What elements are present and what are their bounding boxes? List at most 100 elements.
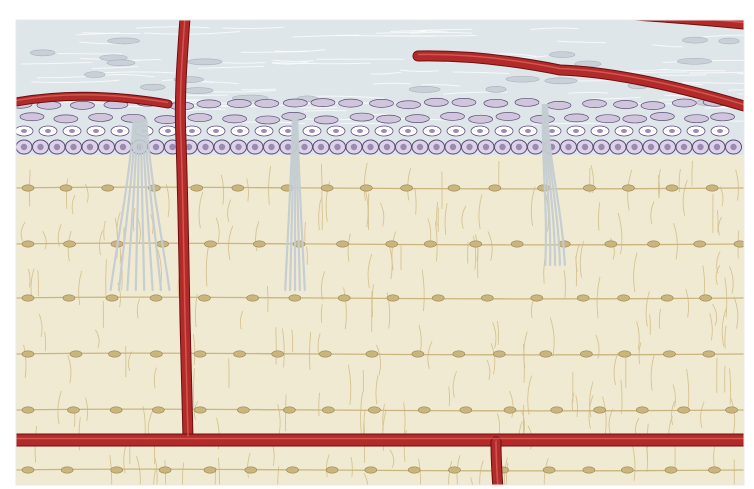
spindle-cell bbox=[237, 407, 249, 413]
flat-cell bbox=[256, 116, 280, 124]
spindle-cell bbox=[22, 351, 34, 357]
cell-nucleus bbox=[237, 129, 243, 133]
spindle-cell bbox=[61, 467, 73, 473]
spindle-cell bbox=[460, 407, 472, 413]
spindle-cell bbox=[194, 351, 206, 357]
cell-nucleus bbox=[21, 129, 27, 133]
spindle-cell bbox=[67, 407, 79, 413]
cell-nucleus bbox=[433, 144, 439, 150]
spindle-cell bbox=[289, 295, 301, 301]
flat-cell bbox=[711, 113, 735, 121]
flat-cell bbox=[283, 99, 307, 107]
spindle-cell bbox=[412, 351, 424, 357]
spindle-cell bbox=[489, 185, 501, 191]
cell-nucleus bbox=[477, 129, 483, 133]
spindle-cell bbox=[152, 407, 164, 413]
cell-nucleus bbox=[70, 144, 76, 150]
flat-cell bbox=[496, 112, 520, 120]
flat-cell bbox=[255, 99, 279, 107]
cell-nucleus bbox=[648, 144, 654, 150]
cell-nucleus bbox=[664, 144, 670, 150]
flat-cell bbox=[515, 98, 539, 106]
spindle-cell bbox=[366, 351, 378, 357]
spindle-cell bbox=[706, 185, 718, 191]
cell-nucleus bbox=[549, 129, 555, 133]
cell-nucleus bbox=[466, 144, 472, 150]
flat-cell bbox=[469, 115, 493, 123]
cell-nucleus bbox=[37, 144, 43, 150]
flat-cell bbox=[596, 115, 620, 123]
spindle-cell bbox=[70, 351, 82, 357]
spindle-cell bbox=[511, 241, 523, 247]
spindle-cell bbox=[453, 351, 465, 357]
spindle-cell bbox=[150, 351, 162, 357]
cell-nucleus bbox=[69, 129, 75, 133]
spindle-cell bbox=[204, 241, 216, 247]
flat-cell bbox=[672, 99, 696, 107]
flat-cell bbox=[187, 59, 222, 65]
cell-nucleus bbox=[165, 129, 171, 133]
spindle-cell bbox=[618, 295, 630, 301]
cell-nucleus bbox=[120, 144, 126, 150]
flat-cell bbox=[685, 115, 709, 123]
spindle-cell bbox=[253, 241, 265, 247]
cell-nucleus bbox=[717, 129, 723, 133]
cell-nucleus bbox=[169, 144, 175, 150]
spindle-cell bbox=[551, 407, 563, 413]
spindle-cell bbox=[322, 407, 334, 413]
flat-cell bbox=[545, 78, 577, 84]
cell-nucleus bbox=[615, 144, 621, 150]
spindle-cell bbox=[194, 407, 206, 413]
spindle-cell bbox=[234, 351, 246, 357]
spindle-cell bbox=[666, 185, 678, 191]
flat-cell bbox=[197, 100, 221, 108]
spindle-cell bbox=[401, 185, 413, 191]
flat-cell bbox=[409, 86, 440, 92]
flat-cell bbox=[650, 113, 674, 121]
cell-nucleus bbox=[213, 129, 219, 133]
flat-cell bbox=[188, 114, 212, 122]
cell-nucleus bbox=[450, 144, 456, 150]
cell-nucleus bbox=[87, 144, 93, 150]
flat-cell bbox=[20, 113, 44, 121]
flat-cell bbox=[614, 101, 638, 109]
spindle-cell bbox=[232, 185, 244, 191]
spindle-cell bbox=[636, 407, 648, 413]
cell-nucleus bbox=[261, 129, 267, 133]
cell-nucleus bbox=[309, 129, 315, 133]
flat-cell bbox=[405, 115, 429, 123]
spindle-cell bbox=[102, 185, 114, 191]
flat-cell bbox=[107, 60, 135, 66]
spindle-cell bbox=[368, 407, 380, 413]
flat-cell bbox=[484, 99, 508, 107]
spindle-cell bbox=[319, 351, 331, 357]
cell-nucleus bbox=[268, 144, 274, 150]
cell-nucleus bbox=[333, 129, 339, 133]
cell-nucleus bbox=[483, 144, 489, 150]
cell-nucleus bbox=[117, 129, 123, 133]
cell-nucleus bbox=[301, 144, 307, 150]
cell-nucleus bbox=[93, 129, 99, 133]
spindle-cell bbox=[432, 295, 444, 301]
cell-nucleus bbox=[516, 144, 522, 150]
flat-cell bbox=[677, 58, 711, 64]
spindle-cell bbox=[703, 351, 715, 357]
cell-nucleus bbox=[381, 129, 387, 133]
cell-nucleus bbox=[351, 144, 357, 150]
spindle-cell bbox=[726, 407, 738, 413]
spindle-cell bbox=[448, 467, 460, 473]
spindle-cell bbox=[106, 295, 118, 301]
spindle-cell bbox=[159, 467, 171, 473]
cell-nucleus bbox=[318, 144, 324, 150]
flat-cell bbox=[350, 113, 374, 121]
cell-nucleus bbox=[202, 144, 208, 150]
spindle-cell bbox=[418, 407, 430, 413]
spindle-cell bbox=[22, 241, 34, 247]
cell-nucleus bbox=[429, 129, 435, 133]
flat-cell bbox=[183, 88, 213, 94]
flat-cell bbox=[30, 50, 55, 56]
spindle-cell bbox=[287, 467, 299, 473]
spindle-cell bbox=[577, 295, 589, 301]
spindle-cell bbox=[543, 467, 555, 473]
